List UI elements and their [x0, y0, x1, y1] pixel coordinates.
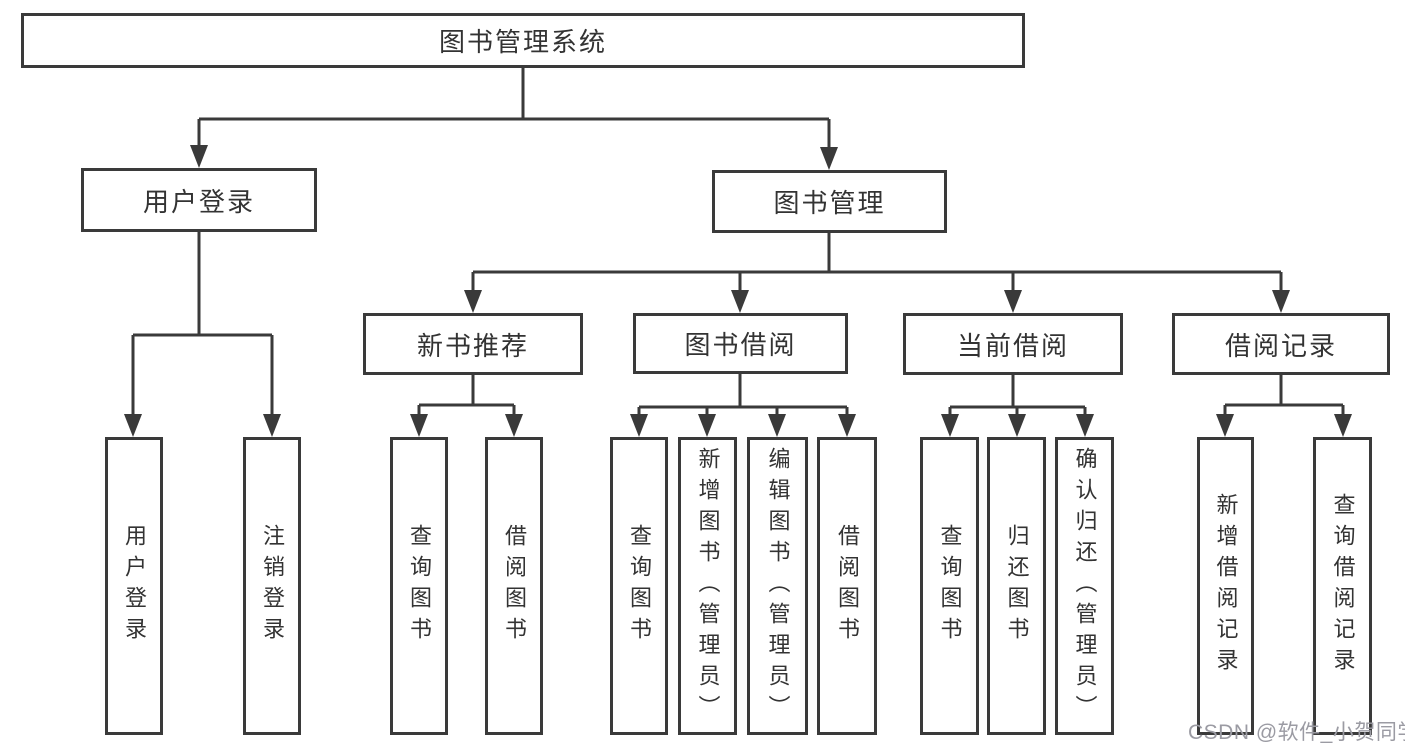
- leaf-label: 注销登录: [260, 524, 285, 648]
- arrowhead: [1216, 414, 1234, 437]
- node-book-borrow: 图书借阅: [633, 313, 848, 374]
- leaf-add-book-admin: 新增图书（管理员）: [678, 437, 737, 735]
- arrowhead: [1272, 290, 1290, 313]
- arrowhead: [464, 290, 482, 313]
- leaf-label: 编辑图书（管理员）: [765, 446, 791, 726]
- leaf-logout: 注销登录: [243, 437, 301, 735]
- node-user-login: 用户登录: [81, 168, 317, 232]
- arrowheads: [124, 145, 1352, 437]
- leaf-label: 借阅图书: [835, 524, 860, 648]
- arrowhead: [820, 147, 838, 170]
- node-borrow-record: 借阅记录: [1172, 313, 1390, 375]
- arrowhead: [1076, 414, 1094, 437]
- arrowhead: [1334, 414, 1352, 437]
- node-current-borrow: 当前借阅: [903, 313, 1123, 375]
- leaf-label: 确认归还（管理员）: [1072, 446, 1098, 726]
- arrowhead: [630, 414, 648, 437]
- connector-bookmgmt-to-level3: [471, 233, 1283, 294]
- leaf-label: 新增图书（管理员）: [695, 446, 721, 726]
- node-library-management-system: 图书管理系统: [21, 13, 1025, 68]
- node-book-management: 图书管理: [712, 170, 947, 233]
- leaf-label: 用户登录: [122, 524, 147, 648]
- connector-borrowrecord-to-leaves: [1223, 375, 1345, 418]
- arrowhead: [838, 414, 856, 437]
- arrowhead: [263, 414, 281, 437]
- leaf-query-borrow-record: 查询借阅记录: [1313, 437, 1372, 735]
- arrowhead: [1004, 290, 1022, 313]
- leaf-confirm-return-admin: 确认归还（管理员）: [1055, 437, 1114, 735]
- connector-root-to-level2: [197, 68, 831, 152]
- arrowhead: [190, 145, 208, 168]
- arrowhead: [768, 414, 786, 437]
- connector-currentborrow-to-leaves: [948, 375, 1087, 418]
- leaf-add-borrow-record: 新增借阅记录: [1197, 437, 1254, 735]
- leaf-label: 借阅图书: [502, 524, 527, 648]
- leaf-query-book-current: 查询图书: [920, 437, 979, 735]
- arrowhead: [124, 414, 142, 437]
- node-new-book-recommend: 新书推荐: [363, 313, 583, 375]
- leaf-label: 查询图书: [627, 524, 652, 648]
- leaf-query-book-recommend: 查询图书: [390, 437, 448, 735]
- leaf-edit-book-admin: 编辑图书（管理员）: [747, 437, 808, 735]
- connector-newbookrec-to-leaves: [417, 375, 516, 418]
- leaf-return-book: 归还图书: [987, 437, 1046, 735]
- connector-bookborrow-to-leaves: [637, 374, 849, 418]
- leaf-borrow-book: 借阅图书: [817, 437, 877, 735]
- arrowhead: [410, 414, 428, 437]
- leaf-label: 查询图书: [937, 524, 963, 648]
- leaf-label: 查询图书: [407, 524, 432, 648]
- leaf-borrow-book-recommend: 借阅图书: [485, 437, 543, 735]
- leaf-label: 新增借阅记录: [1213, 493, 1239, 679]
- connector-userlogin-to-leaves: [131, 232, 274, 418]
- leaf-user-login: 用户登录: [105, 437, 163, 735]
- arrowhead: [731, 290, 749, 313]
- arrowhead: [505, 414, 523, 437]
- arrowhead: [941, 414, 959, 437]
- watermark: CSDN @软件_小贺同学: [1188, 721, 1405, 744]
- arrowhead: [698, 414, 716, 437]
- leaf-label: 归还图书: [1004, 524, 1030, 648]
- arrowhead: [1008, 414, 1026, 437]
- leaf-label: 查询借阅记录: [1330, 493, 1356, 679]
- leaf-query-book-borrow: 查询图书: [610, 437, 668, 735]
